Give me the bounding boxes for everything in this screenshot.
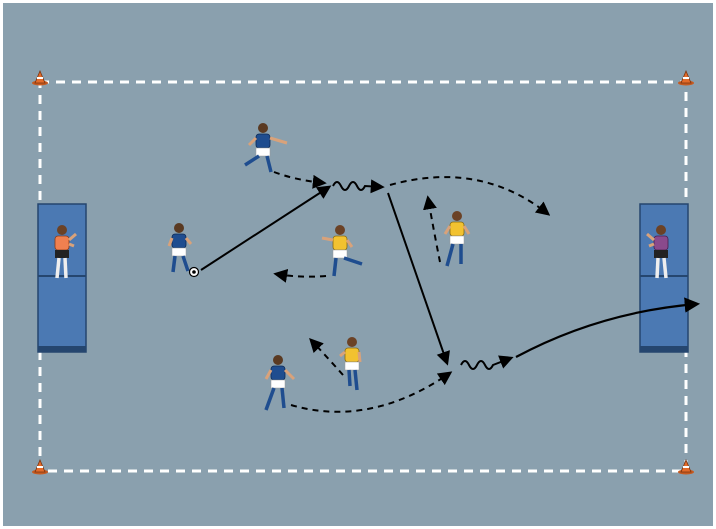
ball-icon [190, 268, 199, 277]
